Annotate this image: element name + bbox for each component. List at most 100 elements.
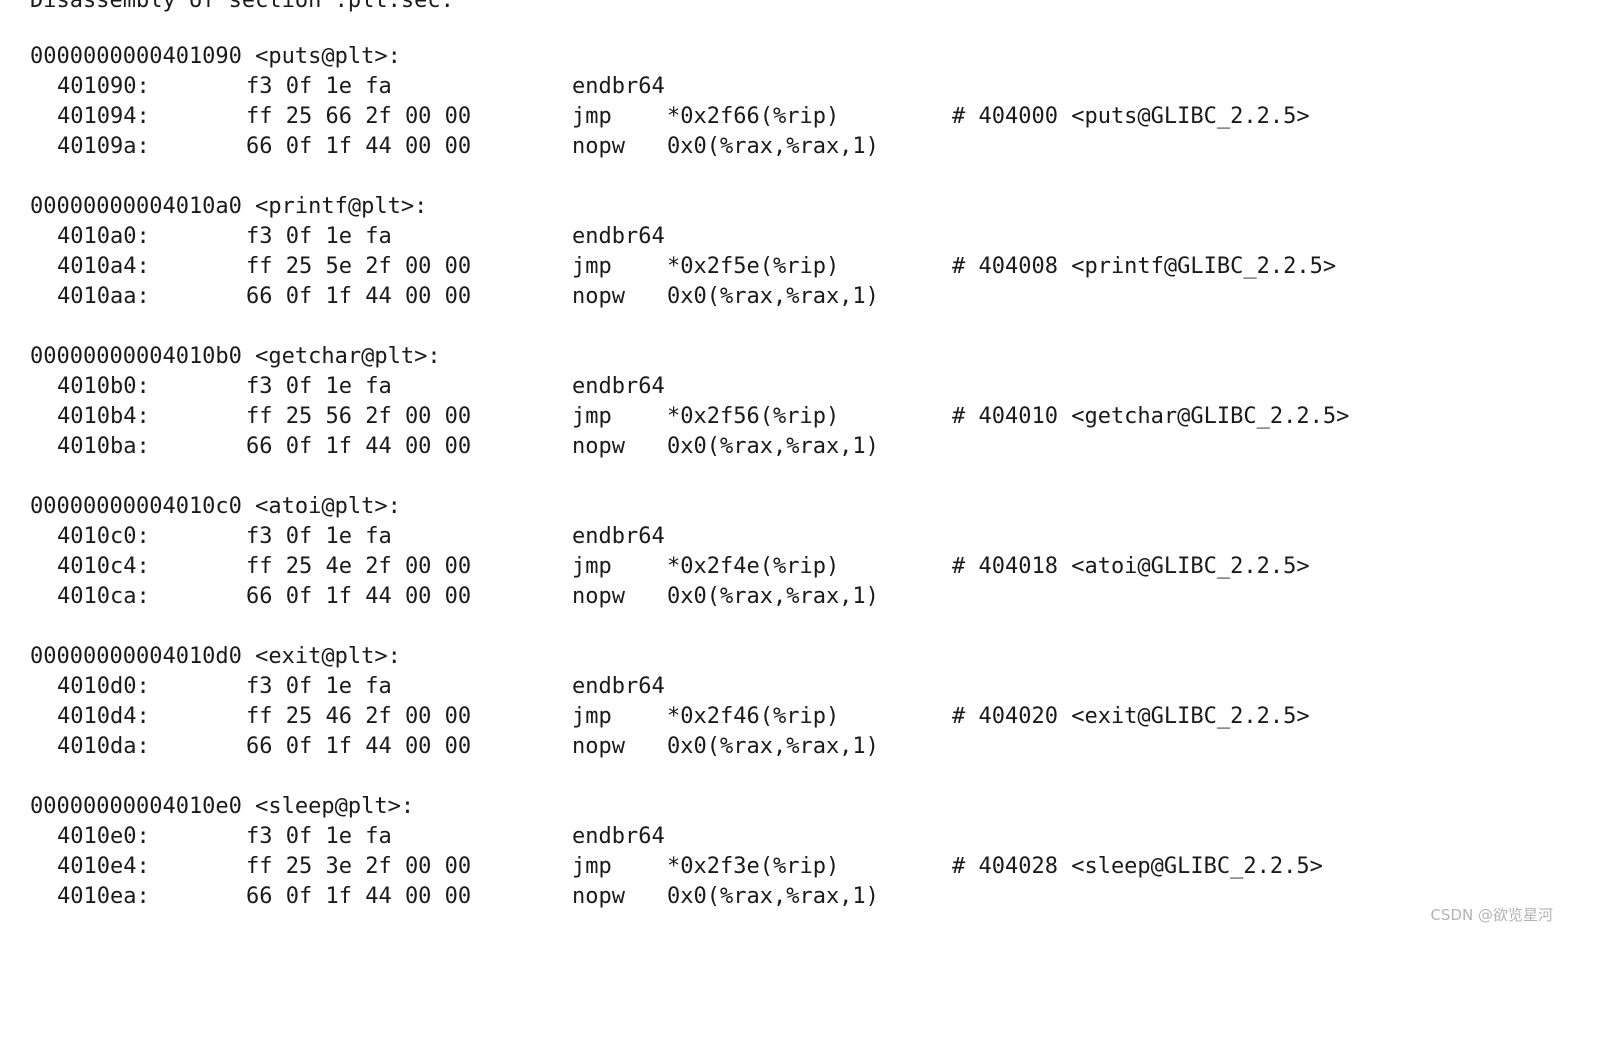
instruction-operands: 0x0(%rax,%rax,1) [667,584,879,609]
instruction-row: 4010ca: 66 0f 1f 44 00 00 nopw 0x0(%rax,… [0,582,1619,612]
function-header[interactable]: 00000000004010a0 <printf@plt>: [30,194,428,219]
instruction-row: 4010e4: ff 25 3e 2f 00 00 jmp *0x2f3e(%r… [0,852,1619,882]
instruction-row: 4010c4: ff 25 4e 2f 00 00 jmp *0x2f4e(%r… [0,552,1619,582]
function-header[interactable]: 00000000004010b0 <getchar@plt>: [30,344,441,369]
instruction-address: 4010da: [57,734,150,759]
instruction-address: 4010e0: [57,824,150,849]
instruction-address: 4010a4: [57,254,150,279]
function-header-line: 00000000004010e0 <sleep@plt>: [0,792,1619,822]
instruction-comment: # 404028 <sleep@GLIBC_2.2.5> [952,854,1323,879]
instruction-address: 4010b0: [57,374,150,399]
instruction-bytes: ff 25 66 2f 00 00 [246,104,472,129]
instruction-mnemonic: endbr64 [572,374,665,399]
instruction-bytes: ff 25 3e 2f 00 00 [246,854,472,879]
instruction-operands: *0x2f56(%rip) [667,404,840,429]
instruction-address: 4010ca: [57,584,150,609]
instruction-bytes: ff 25 46 2f 00 00 [246,704,472,729]
instruction-address: 4010b4: [57,404,150,429]
instruction-mnemonic: nopw [572,884,625,909]
instruction-mnemonic: nopw [572,584,625,609]
instruction-address: 4010ba: [57,434,150,459]
instruction-row: 4010b0: f3 0f 1e fa endbr64 [0,372,1619,402]
instruction-bytes: f3 0f 1e fa [246,74,392,99]
instruction-address: 4010d4: [57,704,150,729]
instruction-operands: 0x0(%rax,%rax,1) [667,134,879,159]
instruction-bytes: f3 0f 1e fa [246,524,392,549]
instruction-bytes: 66 0f 1f 44 00 00 [246,284,472,309]
instruction-bytes: 66 0f 1f 44 00 00 [246,134,472,159]
instruction-mnemonic: jmp [572,854,612,879]
instruction-operands: *0x2f4e(%rip) [667,554,840,579]
instruction-row: 4010a0: f3 0f 1e fa endbr64 [0,222,1619,252]
instruction-row: 4010ba: 66 0f 1f 44 00 00 nopw 0x0(%rax,… [0,432,1619,462]
instruction-row: 4010c0: f3 0f 1e fa endbr64 [0,522,1619,552]
instruction-mnemonic: endbr64 [572,674,665,699]
function-header-line: 00000000004010c0 <atoi@plt>: [0,492,1619,522]
watermark: CSDN @欲览星河 [1430,906,1553,924]
function-header-line: 00000000004010a0 <printf@plt>: [0,192,1619,222]
instruction-bytes: 66 0f 1f 44 00 00 [246,734,472,759]
instruction-address: 4010aa: [57,284,150,309]
instruction-mnemonic: jmp [572,254,612,279]
instruction-operands: *0x2f66(%rip) [667,104,840,129]
instruction-mnemonic: jmp [572,554,612,579]
instruction-bytes: ff 25 5e 2f 00 00 [246,254,472,279]
section-title-line: Disassembly of section .plt.sec: [0,0,1619,16]
function-header-line: 00000000004010b0 <getchar@plt>: [0,342,1619,372]
function-header[interactable]: 00000000004010c0 <atoi@plt>: [30,494,401,519]
function-header-line: 0000000000401090 <puts@plt>: [0,42,1619,72]
instruction-bytes: ff 25 56 2f 00 00 [246,404,472,429]
instruction-comment: # 404020 <exit@GLIBC_2.2.5> [952,704,1310,729]
instruction-mnemonic: endbr64 [572,224,665,249]
instruction-row: 40109a: 66 0f 1f 44 00 00 nopw 0x0(%rax,… [0,132,1619,162]
instruction-address: 4010ea: [57,884,150,909]
instruction-mnemonic: jmp [572,704,612,729]
instruction-mnemonic: nopw [572,734,625,759]
instruction-mnemonic: jmp [572,104,612,129]
instruction-address: 401090: [57,74,150,99]
instruction-bytes: f3 0f 1e fa [246,224,392,249]
instruction-address: 4010a0: [57,224,150,249]
instruction-bytes: f3 0f 1e fa [246,674,392,699]
function-header-line: 00000000004010d0 <exit@plt>: [0,642,1619,672]
function-header[interactable]: 00000000004010e0 <sleep@plt>: [30,794,415,819]
instruction-comment: # 404008 <printf@GLIBC_2.2.5> [952,254,1337,279]
section-title: Disassembly of section .plt.sec: [30,0,454,13]
disassembly-view: Disassembly of section .plt.sec: 0000000… [0,0,1619,924]
instruction-operands: 0x0(%rax,%rax,1) [667,884,879,909]
instruction-address: 401094: [57,104,150,129]
instruction-row: 401094: ff 25 66 2f 00 00 jmp *0x2f66(%r… [0,102,1619,132]
instruction-address: 4010c4: [57,554,150,579]
instruction-row: 4010b4: ff 25 56 2f 00 00 jmp *0x2f56(%r… [0,402,1619,432]
instruction-bytes: f3 0f 1e fa [246,824,392,849]
instruction-operands: *0x2f46(%rip) [667,704,840,729]
instruction-operands: 0x0(%rax,%rax,1) [667,734,879,759]
instruction-mnemonic: endbr64 [572,524,665,549]
instruction-row: 4010d4: ff 25 46 2f 00 00 jmp *0x2f46(%r… [0,702,1619,732]
instruction-mnemonic: endbr64 [572,74,665,99]
function-header[interactable]: 0000000000401090 <puts@plt>: [30,44,401,69]
instruction-mnemonic: nopw [572,434,625,459]
instruction-bytes: 66 0f 1f 44 00 00 [246,884,472,909]
instruction-mnemonic: jmp [572,404,612,429]
instruction-mnemonic: nopw [572,284,625,309]
instruction-address: 4010d0: [57,674,150,699]
instruction-bytes: f3 0f 1e fa [246,374,392,399]
instruction-row: 4010da: 66 0f 1f 44 00 00 nopw 0x0(%rax,… [0,732,1619,762]
instruction-operands: 0x0(%rax,%rax,1) [667,434,879,459]
instruction-operands: 0x0(%rax,%rax,1) [667,284,879,309]
instruction-mnemonic: nopw [572,134,625,159]
instruction-address: 4010e4: [57,854,150,879]
instruction-comment: # 404018 <atoi@GLIBC_2.2.5> [952,554,1310,579]
instruction-mnemonic: endbr64 [572,824,665,849]
function-header[interactable]: 00000000004010d0 <exit@plt>: [30,644,401,669]
instruction-operands: *0x2f5e(%rip) [667,254,840,279]
instruction-operands: *0x2f3e(%rip) [667,854,840,879]
instruction-bytes: 66 0f 1f 44 00 00 [246,434,472,459]
instruction-row: 4010d0: f3 0f 1e fa endbr64 [0,672,1619,702]
instruction-address: 40109a: [57,134,150,159]
instruction-row: 4010ea: 66 0f 1f 44 00 00 nopw 0x0(%rax,… [0,882,1619,912]
instruction-row: 4010a4: ff 25 5e 2f 00 00 jmp *0x2f5e(%r… [0,252,1619,282]
instruction-row: 4010e0: f3 0f 1e fa endbr64 [0,822,1619,852]
instruction-row: 401090: f3 0f 1e fa endbr64 [0,72,1619,102]
